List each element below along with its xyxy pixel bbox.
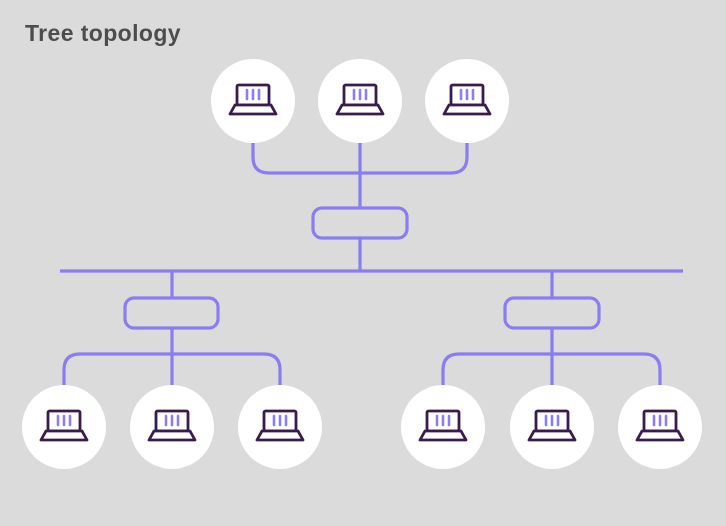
laptop-icon (442, 83, 492, 116)
laptop-icon (335, 83, 385, 116)
computer-node-top-1 (211, 59, 295, 143)
computer-node-bottom-right-2 (510, 385, 594, 469)
computer-node-bottom-right-1 (401, 385, 485, 469)
laptop-icon (635, 409, 685, 442)
computer-node-bottom-left-2 (130, 385, 214, 469)
laptop-icon (418, 409, 468, 442)
page-title: Tree topology (25, 20, 181, 46)
laptop-icon (228, 83, 278, 116)
connector-left-branch (62, 352, 282, 389)
laptop-icon (39, 409, 89, 442)
computer-node-top-2 (318, 59, 402, 143)
hub-box-left-hub (123, 296, 220, 330)
computer-node-bottom-right-3 (618, 385, 702, 469)
hub-box-root-hub (311, 206, 409, 240)
computer-node-bottom-left-3 (238, 385, 322, 469)
laptop-icon (527, 409, 577, 442)
laptop-icon (147, 409, 197, 442)
laptop-icon (255, 409, 305, 442)
hub-box-right-hub (503, 296, 601, 330)
computer-node-bottom-left-1 (22, 385, 106, 469)
connector-right-branch (441, 352, 662, 389)
computer-node-top-3 (425, 59, 509, 143)
